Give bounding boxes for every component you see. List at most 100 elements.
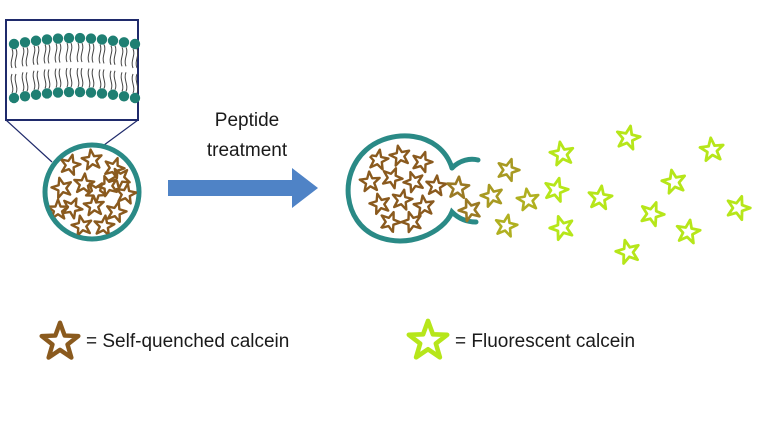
lipid-heads xyxy=(8,32,141,104)
legend-quenched-star-icon xyxy=(42,323,79,358)
lipid-tail xyxy=(25,72,29,92)
fluorescent-calcein-star xyxy=(636,197,669,229)
quenched-calcein-star xyxy=(366,190,394,216)
lipid-tail xyxy=(10,73,14,94)
pore-lip xyxy=(449,156,481,171)
lipid-tail xyxy=(10,48,14,69)
lipid-tail xyxy=(32,45,36,65)
lipid-head xyxy=(19,91,31,102)
quenched-calcein-star xyxy=(408,147,436,175)
lipid-tail xyxy=(43,69,47,89)
lipid-tail xyxy=(131,73,135,94)
lipid-tail xyxy=(98,44,102,64)
lipid-tail xyxy=(76,67,80,88)
lipid-tail xyxy=(102,44,106,64)
quenched-calcein-star xyxy=(357,169,382,193)
quenched-calcein-star xyxy=(423,173,449,197)
quenched-calcein-star xyxy=(365,146,391,172)
zoom-line-right xyxy=(99,119,139,149)
lipid-tail xyxy=(14,48,18,69)
lipid-tail xyxy=(32,70,36,90)
bilayer-inset xyxy=(5,19,141,121)
lipid-head xyxy=(19,37,31,48)
lipid-tail xyxy=(47,69,51,89)
legend-quenched-label: = Self-quenched calcein xyxy=(86,331,290,352)
lipid-tail xyxy=(135,48,139,69)
lipid-tail xyxy=(80,42,84,63)
lipid-tail xyxy=(80,67,84,88)
lipid-tail xyxy=(69,42,73,63)
escaping-calcein-star xyxy=(514,185,542,212)
lipid-tail xyxy=(69,67,73,88)
lipid-head xyxy=(107,89,119,100)
lipid-tail xyxy=(87,43,91,63)
lipid-head xyxy=(96,34,108,45)
lipid-tail xyxy=(109,45,113,65)
lipid-head xyxy=(63,86,75,98)
lipid-head xyxy=(118,37,130,48)
quenched-calcein-star xyxy=(376,207,405,234)
lipid-head xyxy=(96,88,108,99)
lipid-tail xyxy=(21,47,25,67)
quenched-calcein-star xyxy=(411,193,437,218)
lipid-head xyxy=(52,87,64,98)
lipid-head xyxy=(118,91,130,102)
lipid-tail xyxy=(36,70,40,90)
lipid-head xyxy=(74,32,86,44)
treatment-arrow xyxy=(168,168,318,208)
lipid-tail xyxy=(120,72,124,92)
legend-fluorescent-label: = Fluorescent calcein xyxy=(455,331,636,352)
escaping-calcein-star xyxy=(477,180,507,209)
escaping-calcein-star xyxy=(445,174,472,200)
lipid-tail xyxy=(113,70,117,90)
lipid-head xyxy=(85,87,97,98)
lipid-head xyxy=(107,35,119,46)
lipid-tail xyxy=(124,72,128,92)
legend-fluorescent-star-icon xyxy=(409,321,447,357)
zoom-line-left xyxy=(5,119,53,163)
fluorescent-calcein-star xyxy=(540,173,572,204)
lipid-tail xyxy=(124,47,128,67)
lipid-head xyxy=(41,34,53,45)
lipid-tail xyxy=(102,69,106,89)
fluorescent-calcein-star xyxy=(697,135,727,163)
escaping-calcein-star xyxy=(493,154,524,184)
lipid-head xyxy=(129,38,141,50)
fluorescent-calcein-star xyxy=(722,191,755,223)
ruptured-membrane xyxy=(345,133,479,244)
quenched-calcein-inside xyxy=(357,142,449,234)
fluorescent-calcein-star xyxy=(546,138,577,168)
lipid-tail xyxy=(47,44,51,64)
lipid-head xyxy=(63,32,75,44)
lipid-tail xyxy=(14,73,18,94)
lipid-tail xyxy=(65,67,69,88)
lipid-head xyxy=(129,92,141,104)
lipid-head xyxy=(41,88,53,99)
lipid-tail xyxy=(98,69,102,89)
lipid-head xyxy=(52,33,64,44)
lipid-head xyxy=(8,92,20,104)
lipid-tail xyxy=(131,48,135,69)
lipid-tail xyxy=(120,47,124,67)
escaping-calcein-group xyxy=(445,154,542,239)
lipid-tail xyxy=(21,72,25,92)
lipid-head xyxy=(30,89,42,100)
fluorescent-calcein-star xyxy=(612,235,644,266)
lipid-tail xyxy=(113,45,117,65)
lipid-head xyxy=(8,38,20,50)
lipid-tail xyxy=(65,42,69,63)
fluorescent-calcein-star xyxy=(545,211,578,243)
lipid-tail xyxy=(58,68,62,88)
lipid-tail xyxy=(135,73,139,94)
fluorescent-calcein-star xyxy=(658,166,689,196)
lipid-tail xyxy=(58,43,62,63)
arrow-label-line2: treatment xyxy=(206,140,288,161)
fluorescent-calcein-group xyxy=(540,122,755,266)
arrow-label-line1: Peptide xyxy=(214,110,280,131)
lipid-head xyxy=(30,35,42,46)
fluorescent-calcein-star xyxy=(613,122,644,152)
lipid-tail xyxy=(36,45,40,65)
lipid-tail xyxy=(91,68,95,88)
lipid-tail xyxy=(25,47,29,67)
